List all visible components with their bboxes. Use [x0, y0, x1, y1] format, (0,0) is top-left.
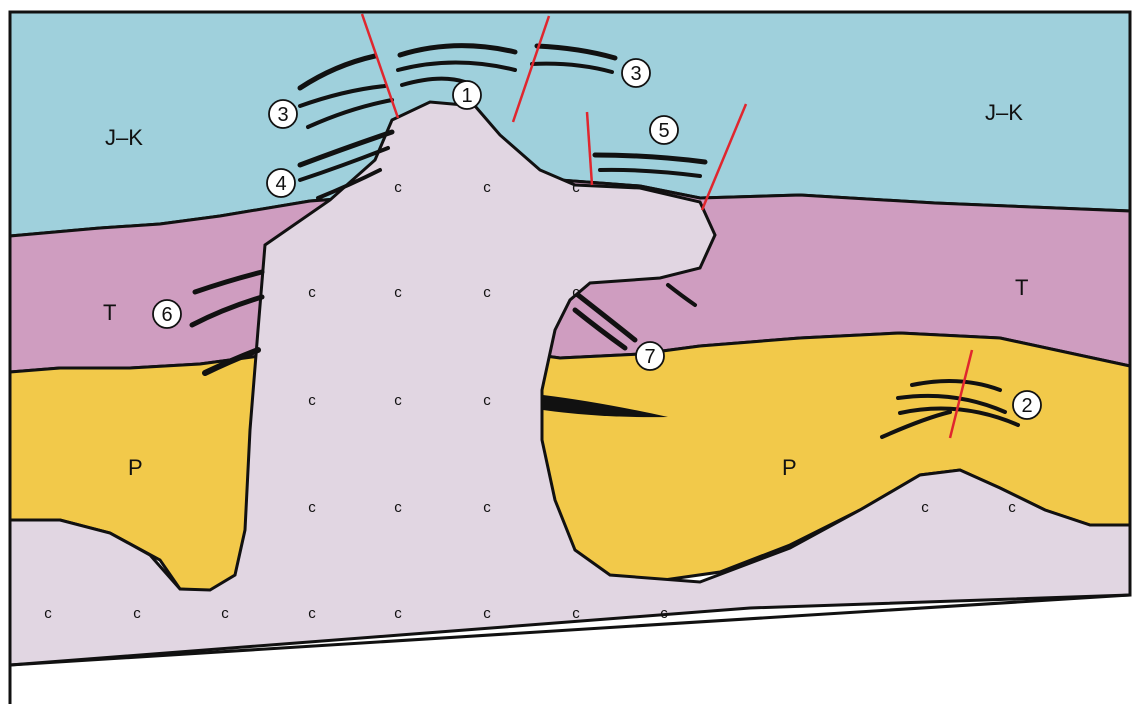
salt-symbol: c: [394, 392, 402, 409]
salt-symbol: c: [1008, 499, 1016, 516]
salt-symbol: c: [483, 284, 491, 301]
salt-symbol: c: [483, 499, 491, 516]
salt-symbol: c: [572, 179, 580, 196]
salt-symbol: c: [394, 284, 402, 301]
salt-symbol: c: [483, 605, 491, 622]
salt-symbol: c: [921, 499, 929, 516]
svg-text:3: 3: [277, 104, 288, 126]
salt-symbol: c: [221, 605, 229, 622]
svg-text:3: 3: [630, 63, 641, 85]
unit-label-p-left: P: [128, 455, 143, 480]
salt-symbol: c: [483, 392, 491, 409]
salt-symbol: c: [660, 605, 668, 622]
marker-5: 5: [650, 116, 678, 144]
salt-symbol: c: [308, 392, 316, 409]
salt-symbol: c: [394, 605, 402, 622]
salt-symbol: c: [572, 605, 580, 622]
marker-4: 4: [267, 169, 295, 197]
rock-units: [10, 12, 1130, 704]
marker-6: 6: [153, 300, 181, 328]
salt-symbol: c: [44, 605, 52, 622]
marker-2: 2: [1013, 391, 1041, 419]
salt-symbol: c: [572, 284, 580, 301]
salt-symbol: c: [308, 284, 316, 301]
svg-text:4: 4: [275, 173, 286, 195]
marker-3-left: 3: [269, 100, 297, 128]
unit-label-t-left: T: [103, 300, 116, 325]
svg-text:2: 2: [1021, 395, 1032, 417]
marker-7: 7: [636, 342, 664, 370]
marker-1: 1: [453, 81, 481, 109]
salt-symbol: c: [133, 605, 141, 622]
salt-symbol: c: [394, 499, 402, 516]
salt-symbol: c: [308, 499, 316, 516]
salt-symbol: c: [483, 179, 491, 196]
svg-text:5: 5: [658, 120, 669, 142]
unit-label-p-right: P: [782, 455, 797, 480]
svg-text:1: 1: [461, 85, 472, 107]
svg-text:7: 7: [644, 346, 655, 368]
salt-symbol: c: [308, 605, 316, 622]
marker-3-right: 3: [622, 59, 650, 87]
salt-symbol: c: [394, 179, 402, 196]
unit-label-t-right: T: [1015, 275, 1028, 300]
unit-label-jk-right: J–K: [985, 100, 1023, 125]
unit-label-jk-left: J–K: [105, 125, 143, 150]
svg-text:6: 6: [161, 304, 172, 326]
